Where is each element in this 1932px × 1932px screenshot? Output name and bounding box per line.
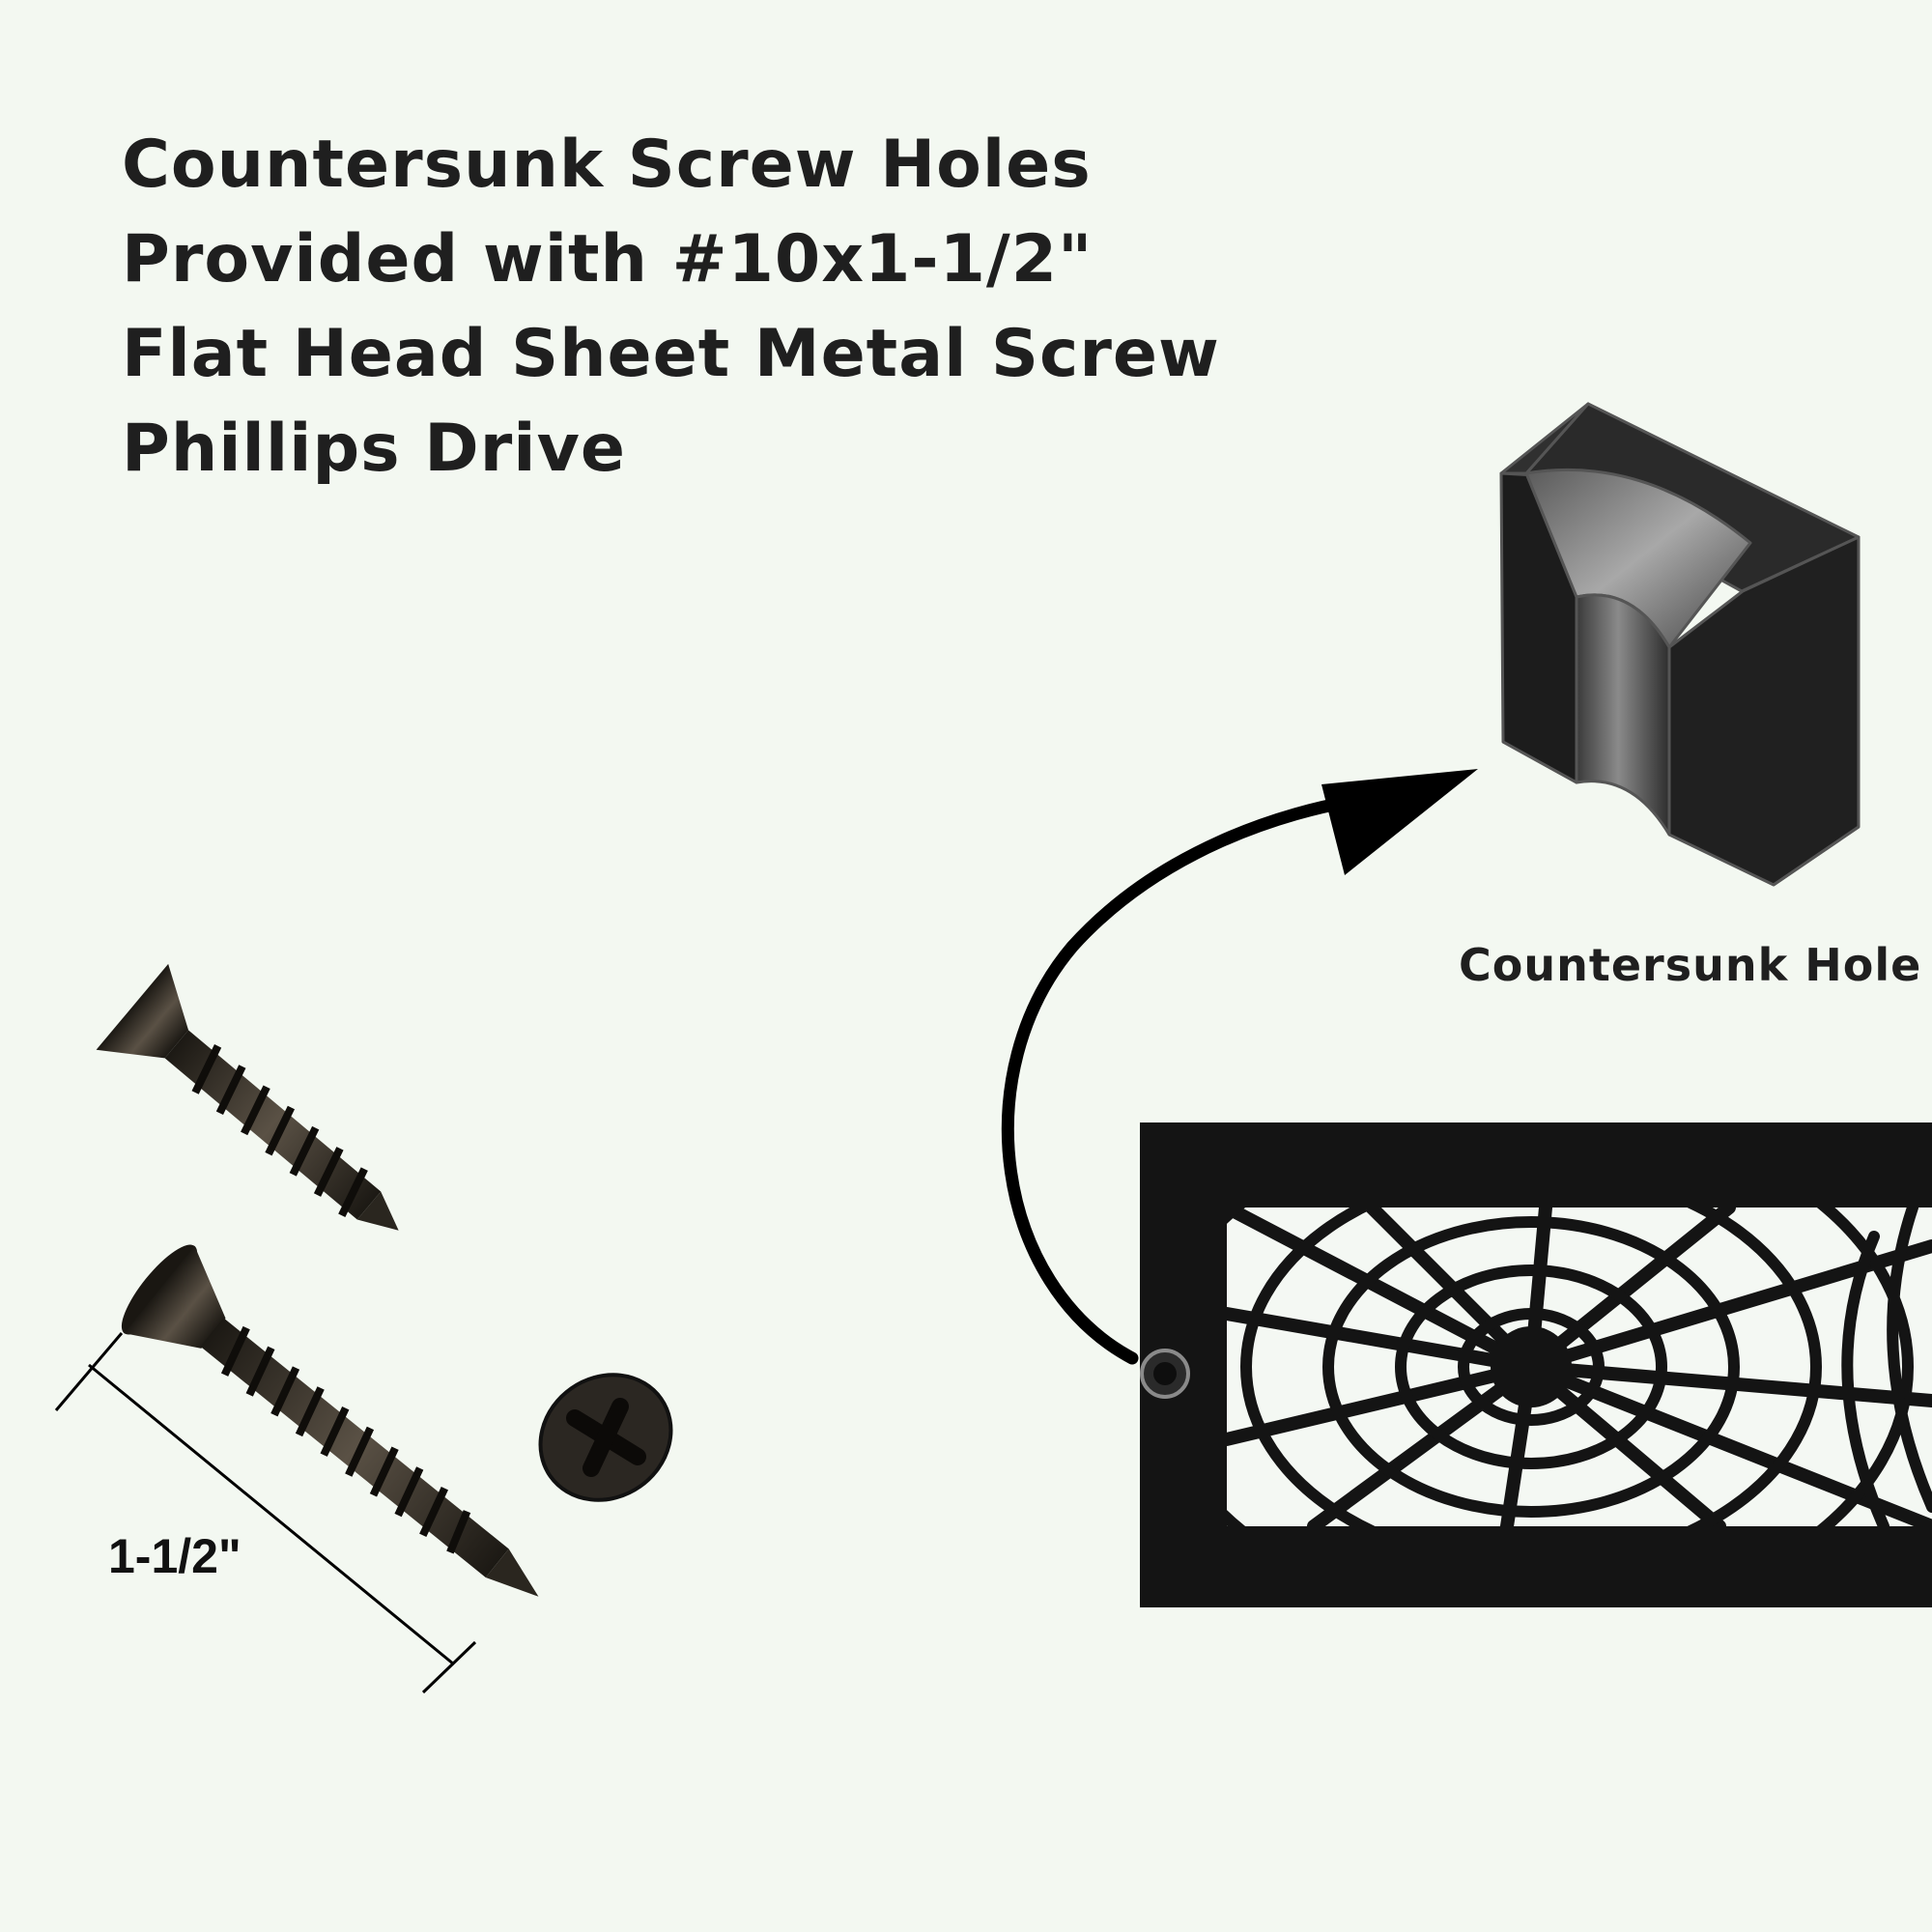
curved-arrow-icon	[1001, 769, 1478, 1365]
flat-head-screw-icon	[96, 963, 399, 1231]
flat-head-screw-icon	[121, 1244, 539, 1597]
screw-head-phillips	[538, 1373, 673, 1502]
headline: Countersunk Screw Holes Provided with #1…	[122, 118, 1220, 497]
spiderweb-vent-grille	[1140, 1122, 1932, 1607]
headline-line-2: Provided with #10x1-1/2"	[122, 221, 1094, 298]
headline-line-4: Phillips Drive	[122, 411, 627, 487]
dimension-line	[54, 1332, 477, 1694]
screw-length-label: 1-1/2"	[108, 1529, 242, 1583]
countersunk-hole-caption: Countersunk Hole	[1459, 939, 1922, 991]
countersunk-hole-icon	[1499, 402, 1861, 887]
headline-line-3: Flat Head Sheet Metal Screw	[122, 316, 1220, 392]
headline-line-1: Countersunk Screw Holes	[122, 127, 1092, 203]
